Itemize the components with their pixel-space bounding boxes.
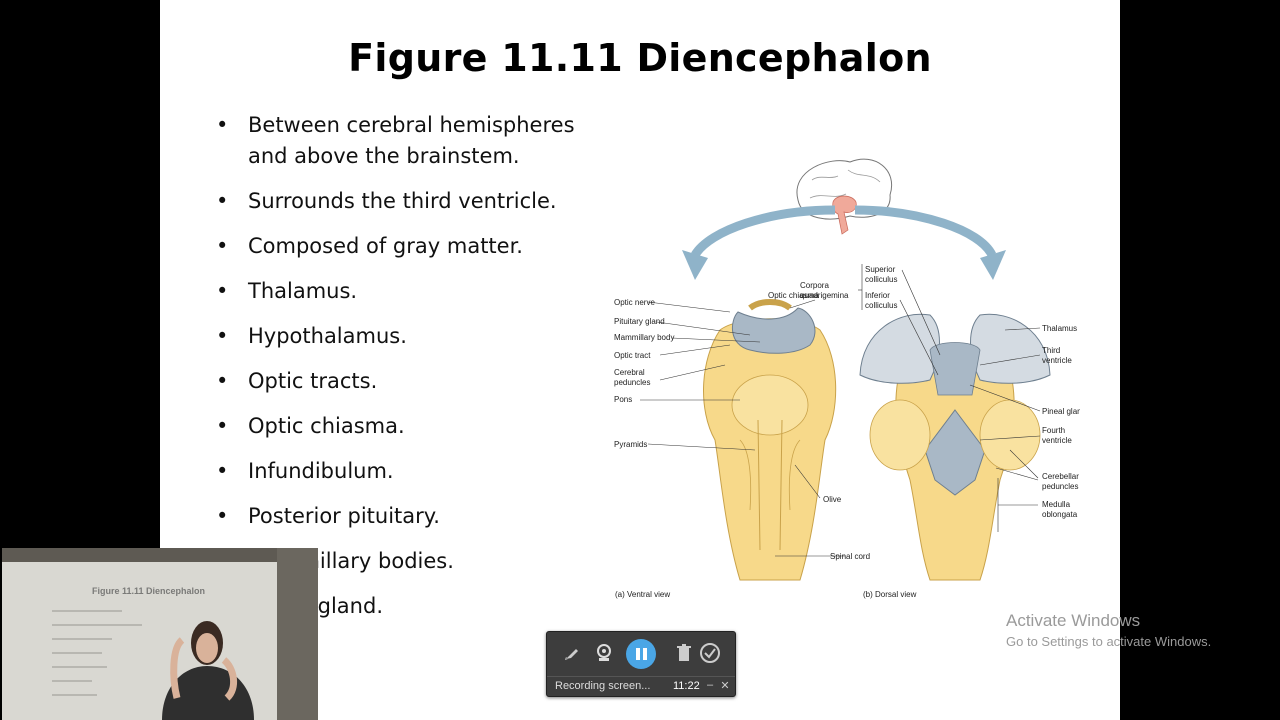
pause-button[interactable] <box>626 639 656 669</box>
recorder-status-bar: Recording screen... 11:22 – ✕ <box>547 676 735 697</box>
done-icon <box>700 643 720 663</box>
pause-icon <box>636 648 647 660</box>
recording-status-text: Recording screen... <box>555 680 651 692</box>
activation-watermark-subtitle: Go to Settings to activate Windows. <box>1006 634 1212 649</box>
dorsal-labels <box>858 264 1041 532</box>
done-button[interactable] <box>697 640 723 666</box>
bullet-list: Between cerebral hemispheres and above t… <box>216 110 576 636</box>
label-third-ventricle-2: ventricle <box>1042 356 1072 365</box>
label-cerebellar-peduncles: Cerebellar <box>1042 472 1079 481</box>
caption-dorsal: (b) Dorsal view <box>863 590 917 599</box>
label-superior-colliculus-2: colliculus <box>865 275 897 284</box>
webcam-toggle-button[interactable] <box>591 640 617 666</box>
delete-icon <box>677 644 691 661</box>
label-corpora: Corpora <box>800 281 829 290</box>
label-thalamus: Thalamus <box>1042 324 1077 333</box>
webcam-screen-line <box>52 652 102 654</box>
brain-icon <box>796 158 892 235</box>
recording-timer: 11:22 <box>673 680 700 692</box>
minimize-icon[interactable]: – <box>706 679 714 691</box>
brainstem-figure: Optic nerve Optic chiasma Pituitary glan… <box>600 150 1086 610</box>
screen-recorder-toolbar: Recording screen... 11:22 – ✕ <box>546 631 736 697</box>
pen-button[interactable] <box>559 640 585 666</box>
label-pyramids: Pyramids <box>614 440 647 449</box>
bullet-item: Composed of gray matter. <box>216 231 576 262</box>
presenter-figure <box>162 548 318 720</box>
label-optic-nerve: Optic nerve <box>614 298 655 307</box>
bullet-item: Hypothalamus. <box>216 321 576 352</box>
bullet-item: Optic chiasma. <box>216 411 576 442</box>
label-pons: Pons <box>614 395 632 404</box>
label-olive: Olive <box>823 495 842 504</box>
label-medulla-oblongata: Medulla <box>1042 500 1071 509</box>
bullet-item: Thalamus. <box>216 276 576 307</box>
label-quadrigemina: quadrigemina <box>800 291 849 300</box>
label-cerebral-peduncles-2: peduncles <box>614 378 650 387</box>
bullet-item: Surrounds the third ventricle. <box>216 186 576 217</box>
bullet-item: Optic tracts. <box>216 366 576 397</box>
label-fourth-ventricle-2: ventricle <box>1042 436 1072 445</box>
arrow-right <box>854 205 997 258</box>
label-superior-colliculus: Superior <box>865 265 896 274</box>
label-fourth-ventricle: Fourth <box>1042 426 1065 435</box>
label-mammillary-body: Mammillary body <box>614 333 674 342</box>
label-inferior-colliculus-2: colliculus <box>865 301 897 310</box>
pen-icon <box>565 649 578 660</box>
label-pineal-gland: Pineal gland <box>1042 407 1080 416</box>
webcam-overlay: Figure 11.11 Diencephalon <box>2 548 318 720</box>
label-optic-chiasma: Optic chiasma <box>768 291 819 300</box>
webcam-screen-title: Figure 11.11 Diencephalon <box>92 586 206 596</box>
webcam-icon <box>597 644 611 661</box>
label-cerebral-peduncles: Cerebral <box>614 368 645 377</box>
ventral-labels <box>640 299 845 557</box>
label-optic-tract: Optic tract <box>614 351 651 360</box>
webcam-screen-line <box>52 624 142 626</box>
slide-title: Figure 11.11 Diencephalon <box>348 36 932 80</box>
label-cerebellar-peduncles-2: peduncles <box>1042 482 1078 491</box>
dorsal-view <box>859 313 1051 581</box>
bullet-item: Between cerebral hemispheres and above t… <box>216 110 576 172</box>
caption-ventral: (a) Ventral view <box>615 590 670 599</box>
label-third-ventricle: Third <box>1042 346 1060 355</box>
activation-watermark-title: Activate Windows <box>1006 611 1141 630</box>
arrow-left <box>691 205 836 258</box>
label-spinal-cord: Spinal cord <box>830 552 870 561</box>
slide: Figure 11.11 Diencephalon Between cerebr… <box>160 0 1120 720</box>
bullet-item: Infundibulum. <box>216 456 576 487</box>
close-icon[interactable]: ✕ <box>720 680 730 692</box>
brainstem-diagram: Optic nerve Optic chiasma Pituitary glan… <box>614 158 1086 599</box>
label-medulla-oblongata-2: oblongata <box>1042 510 1078 519</box>
delete-button[interactable] <box>671 640 697 666</box>
webcam-screen-line <box>52 638 112 640</box>
webcam-screen-line <box>52 666 107 668</box>
label-inferior-colliculus: Inferior <box>865 291 890 300</box>
ventral-view <box>703 299 837 581</box>
webcam-screen-line <box>52 680 92 682</box>
webcam-screen-line <box>52 610 122 612</box>
label-pituitary-gland: Pituitary gland <box>614 317 665 326</box>
webcam-screen-line <box>52 694 97 696</box>
bullet-item: Posterior pituitary. <box>216 501 576 532</box>
